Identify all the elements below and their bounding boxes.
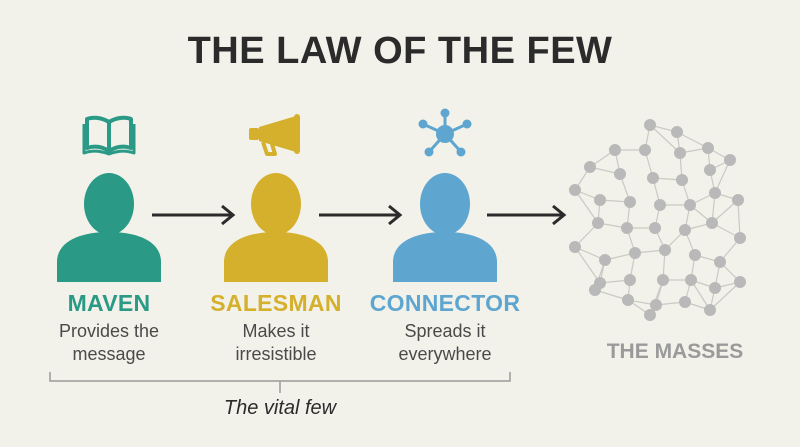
network-node	[624, 196, 636, 208]
network-edge	[714, 159, 731, 194]
network-edge	[649, 124, 681, 154]
network-node	[671, 126, 683, 138]
network-node	[657, 274, 669, 286]
network-node	[594, 194, 606, 206]
network-node	[649, 222, 661, 234]
book-icon	[82, 115, 136, 156]
network-node	[734, 232, 746, 244]
network-node	[584, 161, 596, 173]
network-node	[589, 284, 601, 296]
network-node	[689, 249, 701, 261]
network-node	[614, 168, 626, 180]
network-edge	[737, 199, 741, 239]
network-node	[654, 199, 666, 211]
network-node	[709, 187, 721, 199]
network-edge	[574, 246, 601, 284]
network-node	[732, 194, 744, 206]
salesman-description-line2: irresistible	[235, 344, 317, 364]
network-node	[569, 184, 581, 196]
network-edge	[709, 281, 741, 311]
network-node	[684, 199, 696, 211]
arrow-right-icon	[487, 204, 567, 226]
connector-description-line1: Spreads it	[404, 321, 486, 341]
arrow-right-icon	[319, 204, 403, 226]
salesman-description: Makes it irresistible	[181, 320, 371, 366]
maven-description: Provides the message	[14, 320, 204, 366]
network-node	[674, 147, 686, 159]
connector-label: CONNECTOR	[369, 290, 521, 316]
network-node	[685, 274, 697, 286]
megaphone-icon	[249, 114, 300, 156]
network-edge	[574, 189, 599, 224]
network-node	[704, 304, 716, 316]
arrow-right-icon	[152, 204, 236, 226]
network-node	[676, 174, 688, 186]
connector-description-line2: everywhere	[398, 344, 492, 364]
salesman-description-line1: Makes it	[242, 321, 310, 341]
network-node	[621, 222, 633, 234]
connector-description: Spreads it everywhere	[350, 320, 540, 366]
network-node	[609, 144, 621, 156]
salesman-person-icon	[224, 173, 328, 282]
network-node	[592, 217, 604, 229]
network-node	[709, 282, 721, 294]
network-node	[659, 244, 671, 256]
network-node	[702, 142, 714, 154]
network-node	[734, 276, 746, 288]
network-node	[650, 299, 662, 311]
network-node	[622, 294, 634, 306]
network-node	[644, 309, 656, 321]
connector-person-icon	[393, 173, 497, 282]
maven-description-line1: Provides the	[58, 321, 160, 341]
network-node	[644, 119, 656, 131]
network-node	[569, 241, 581, 253]
masses-network	[569, 119, 746, 321]
page-title: THE LAW OF THE FEW	[187, 30, 613, 72]
network-node	[724, 154, 736, 166]
maven-description-line2: message	[72, 344, 146, 364]
network-node	[599, 254, 611, 266]
network-node	[706, 217, 718, 229]
maven-label: MAVEN	[67, 290, 151, 316]
network-node	[647, 172, 659, 184]
vital-few-label: The vital few	[223, 397, 337, 419]
network-node	[714, 256, 726, 268]
network-node	[704, 164, 716, 176]
network-node	[624, 274, 636, 286]
network-icon	[418, 108, 472, 157]
network-node	[679, 224, 691, 236]
network-node	[629, 247, 641, 259]
salesman-label: SALESMAN	[210, 290, 342, 316]
maven-person-icon	[57, 173, 161, 282]
network-node	[679, 296, 691, 308]
network-node	[639, 144, 651, 156]
masses-label: THE MASSES	[606, 340, 744, 363]
